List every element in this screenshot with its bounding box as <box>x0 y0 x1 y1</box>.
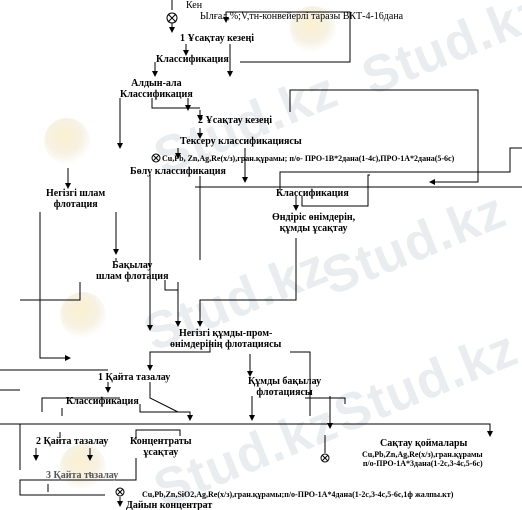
flow-line <box>321 454 329 462</box>
flow-line <box>0 423 493 437</box>
storage-sampling-label: Cu,Pb,Zn,Ag,Re(х/з),гран.құрамы п/о-ПРО-… <box>362 450 483 468</box>
ore-label: Кен <box>186 0 203 11</box>
main-sand-flotation-node: Негізгі құмды-пром- өнімдерінің флотация… <box>170 328 282 350</box>
flow-line <box>39 212 71 361</box>
watermark-logo <box>44 118 90 164</box>
check-classification-node: Тексеру классификациясы <box>180 136 302 147</box>
watermark-logo <box>60 444 106 490</box>
concentrate-grinding-node: Концентраты ұсақтау <box>130 436 192 458</box>
classification-2-node: Классификация <box>276 188 349 199</box>
watermark-logo <box>290 6 336 52</box>
crushing-stage-1-node: 1 Ұсақтау кезеңі <box>180 33 255 44</box>
flow-line <box>197 238 297 327</box>
flow-line <box>152 154 160 162</box>
flow-line <box>305 397 346 404</box>
flow-line <box>116 488 124 496</box>
final-sampling-label: Cu,Pb,Zn,SiO2,Ag,Re(х/з),гран.құрамы;п/о… <box>142 490 454 499</box>
control-slime-flotation-node: Бақылау шлам флотация <box>96 260 169 282</box>
flow-line <box>279 147 522 190</box>
flow-line <box>290 351 311 416</box>
sand-control-flotation-node: Құмды бақылау флотациясы <box>248 376 322 398</box>
flow-line <box>223 11 351 63</box>
storage-node: Сақтау қоймалары <box>380 438 468 449</box>
classification-1-node: Классификация <box>156 54 229 65</box>
flow-line <box>164 280 181 327</box>
recleaning-2-node: 2 Қайта тазалау <box>36 436 109 447</box>
flow-line <box>139 404 193 421</box>
ore-measurement-label: Ылғал,%;V,тн-конвейерлі таразы ВКТ-4-16д… <box>200 11 404 22</box>
flow-line <box>135 429 181 440</box>
final-concentrate-node: Дайын концентрат <box>126 500 213 510</box>
flow-line <box>167 13 177 23</box>
industrial-products-grinding-node: Өндіріс өнімдерін, құмды ұсақтау <box>272 212 356 234</box>
crushing-stage-2-node: 2 Ұсақтау кезеңі <box>198 115 273 126</box>
main-slime-flotation-node: Негізгі шлам флотация <box>46 188 106 210</box>
classification-3-node: Классификация <box>66 396 139 407</box>
flow-line <box>19 458 137 496</box>
split-classification-node: Бөлу классификация <box>130 166 226 177</box>
recleaning-3-node: 3 Қайта тазалау <box>46 470 119 481</box>
flow-line <box>301 174 370 207</box>
flow-line <box>151 98 200 109</box>
flow-line <box>289 89 479 185</box>
flow-line <box>20 282 81 301</box>
preliminary-classification-node: Алдын-ала Классификация <box>120 78 193 100</box>
flow-line <box>41 397 120 412</box>
flow-line <box>149 382 179 413</box>
flow-line <box>147 340 211 371</box>
recleaning-1-node: 1 Қайта тазалау <box>98 372 171 383</box>
sampling-label: Cu,Pb, Zn,Ag,Re(х/з),гран.құрамы; п/о- П… <box>162 154 455 163</box>
